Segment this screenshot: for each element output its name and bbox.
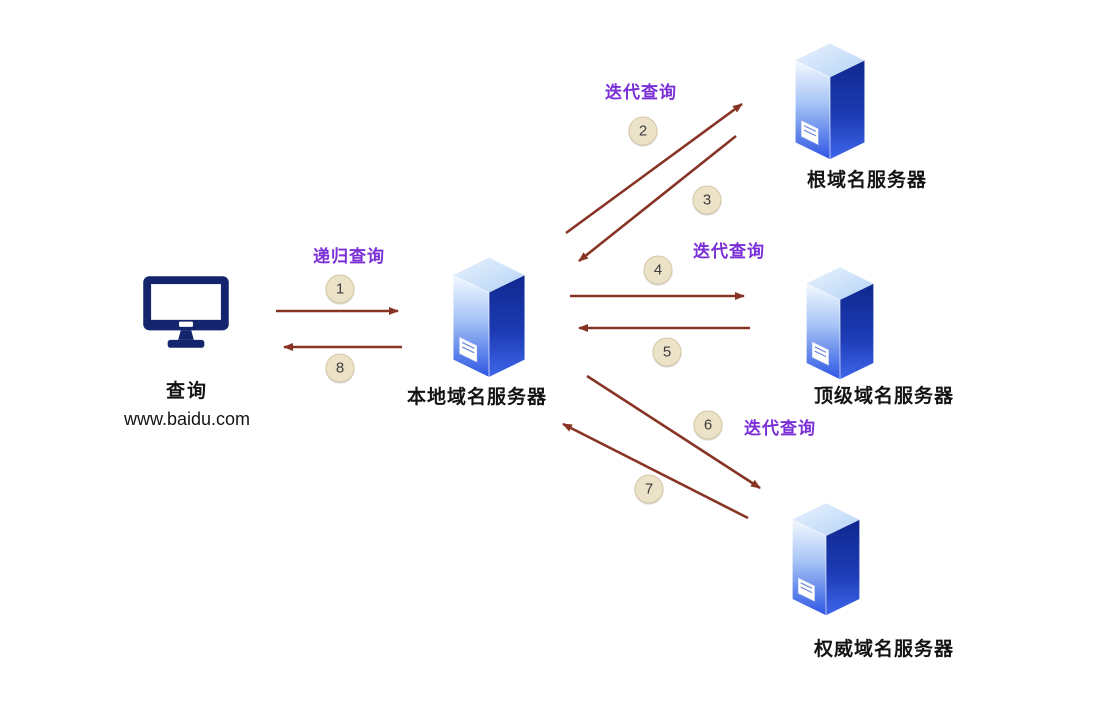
- client-domain-text: www.baidu.com: [123, 409, 251, 429]
- step-badge-2: 2: [628, 116, 658, 146]
- root-dns-server-icon: [778, 36, 882, 164]
- step-badge-5: 5: [652, 337, 682, 367]
- iterative-query-label-root: 迭代查询: [605, 83, 677, 102]
- client-monitor-icon: [138, 266, 234, 358]
- iterative-query-label-tld: 迭代查询: [693, 242, 765, 261]
- tld-dns-server-icon: [790, 260, 890, 384]
- step-badge-3: 3: [692, 185, 722, 215]
- step-badge-8: 8: [325, 353, 355, 383]
- recursive-query-label: 递归查询: [313, 247, 385, 266]
- arrow-step-6: [586, 374, 761, 490]
- iterative-query-label-auth: 迭代查询: [744, 419, 816, 438]
- step-badge-7: 7: [634, 474, 664, 504]
- step-badge-4: 4: [643, 255, 673, 285]
- step-badge-6: 6: [693, 410, 723, 440]
- auth-dns-server-label: 权威域名服务器: [813, 639, 955, 660]
- step-badge-1: 1: [325, 274, 355, 304]
- client-query-text: 查询: [165, 381, 208, 402]
- client-label: 查询 www.baidu.com: [124, 376, 250, 430]
- local-dns-server-icon: [435, 250, 543, 382]
- arrow-step-7: [562, 422, 749, 520]
- auth-dns-server-icon: [776, 496, 876, 620]
- tld-dns-server-label: 顶级域名服务器: [813, 386, 955, 407]
- local-dns-server-label: 本地域名服务器: [406, 387, 548, 408]
- root-dns-server-label: 根域名服务器: [806, 170, 928, 191]
